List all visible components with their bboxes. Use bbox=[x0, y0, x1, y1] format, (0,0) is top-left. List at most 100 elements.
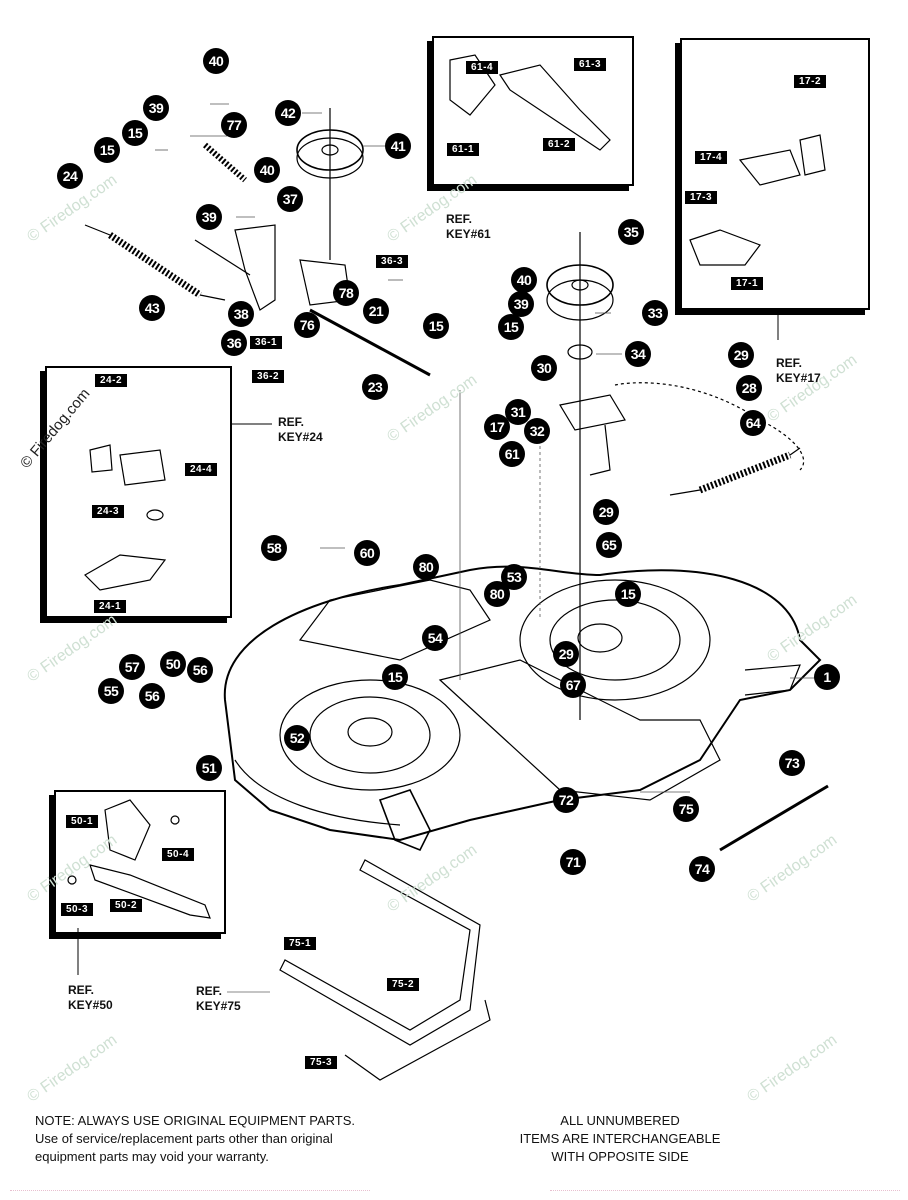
callout-15[interactable]: 15 bbox=[94, 137, 120, 163]
callout-32[interactable]: 32 bbox=[524, 418, 550, 444]
callout-60[interactable]: 60 bbox=[354, 540, 380, 566]
callout-50[interactable]: 50 bbox=[160, 651, 186, 677]
callout-55[interactable]: 55 bbox=[98, 678, 124, 704]
tag-50-2[interactable]: 50-2 bbox=[110, 899, 143, 912]
tag-50-3[interactable]: 50-3 bbox=[61, 903, 94, 916]
tag-36-3[interactable]: 36-3 bbox=[376, 255, 409, 268]
ref-key61-line2: KEY#61 bbox=[446, 227, 491, 241]
callout-64[interactable]: 64 bbox=[740, 410, 766, 436]
tag-61-1[interactable]: 61-1 bbox=[447, 143, 480, 156]
callout-77[interactable]: 77 bbox=[221, 112, 247, 138]
callout-24[interactable]: 24 bbox=[57, 163, 83, 189]
callout-40[interactable]: 40 bbox=[511, 267, 537, 293]
tag-17-4[interactable]: 17-4 bbox=[695, 151, 728, 164]
callout-37[interactable]: 37 bbox=[277, 186, 303, 212]
callout-65[interactable]: 65 bbox=[596, 532, 622, 558]
callout-39[interactable]: 39 bbox=[508, 291, 534, 317]
inset-17-parts bbox=[689, 134, 826, 266]
tag-17-2[interactable]: 17-2 bbox=[794, 75, 827, 88]
inset-61-parts bbox=[449, 54, 611, 151]
footer-dotted-rule-right bbox=[550, 1190, 900, 1192]
callout-39[interactable]: 39 bbox=[143, 95, 169, 121]
note-left-line1: NOTE: ALWAYS USE ORIGINAL EQUIPMENT PART… bbox=[35, 1113, 356, 1128]
callout-42[interactable]: 42 bbox=[275, 100, 301, 126]
ref-key50-line1: REF. bbox=[68, 983, 95, 997]
inset-box-key24 bbox=[45, 366, 232, 618]
callout-29[interactable]: 29 bbox=[553, 641, 579, 667]
callout-31[interactable]: 31 bbox=[505, 399, 531, 425]
callout-39[interactable]: 39 bbox=[196, 204, 222, 230]
callout-17[interactable]: 17 bbox=[484, 414, 510, 440]
callout-38[interactable]: 38 bbox=[228, 301, 254, 327]
note-right-line1: ALL UNNUMBERED bbox=[560, 1113, 680, 1128]
spring-64 bbox=[614, 382, 805, 496]
callout-75[interactable]: 75 bbox=[673, 796, 699, 822]
callout-29[interactable]: 29 bbox=[593, 499, 619, 525]
tag-61-4[interactable]: 61-4 bbox=[466, 61, 499, 74]
tag-24-4[interactable]: 24-4 bbox=[185, 463, 218, 476]
callout-56[interactable]: 56 bbox=[187, 657, 213, 683]
callout-15[interactable]: 15 bbox=[498, 314, 524, 340]
callout-51[interactable]: 51 bbox=[196, 755, 222, 781]
callout-61[interactable]: 61 bbox=[499, 441, 525, 467]
callout-15[interactable]: 15 bbox=[615, 581, 641, 607]
tag-75-1[interactable]: 75-1 bbox=[284, 937, 317, 950]
ref-key61: REF. KEY#61 bbox=[446, 212, 491, 242]
tag-75-3[interactable]: 75-3 bbox=[305, 1056, 338, 1069]
tag-36-1[interactable]: 36-1 bbox=[250, 336, 283, 349]
callout-28[interactable]: 28 bbox=[736, 375, 762, 401]
callout-41[interactable]: 41 bbox=[385, 133, 411, 159]
callout-40[interactable]: 40 bbox=[203, 48, 229, 74]
callout-1[interactable]: 1 bbox=[814, 664, 840, 690]
callout-71[interactable]: 71 bbox=[560, 849, 586, 875]
callout-57[interactable]: 57 bbox=[119, 654, 145, 680]
callout-74[interactable]: 74 bbox=[689, 856, 715, 882]
tag-17-3[interactable]: 17-3 bbox=[685, 191, 718, 204]
callout-35[interactable]: 35 bbox=[618, 219, 644, 245]
note-left-line3: equipment parts may void your warranty. bbox=[35, 1149, 269, 1164]
footer-dotted-rule-left bbox=[10, 1190, 370, 1192]
callout-80[interactable]: 80 bbox=[413, 554, 439, 580]
callout-15[interactable]: 15 bbox=[382, 664, 408, 690]
tag-24-3[interactable]: 24-3 bbox=[92, 505, 125, 518]
tag-36-2[interactable]: 36-2 bbox=[252, 370, 285, 383]
tag-61-3[interactable]: 61-3 bbox=[574, 58, 607, 71]
callout-67[interactable]: 67 bbox=[560, 672, 586, 698]
tag-50-4[interactable]: 50-4 bbox=[162, 848, 195, 861]
ref-key50-line2: KEY#50 bbox=[68, 998, 113, 1012]
tag-24-2[interactable]: 24-2 bbox=[95, 374, 128, 387]
callout-54[interactable]: 54 bbox=[422, 625, 448, 651]
callout-78[interactable]: 78 bbox=[333, 280, 359, 306]
tag-50-1[interactable]: 50-1 bbox=[66, 815, 99, 828]
callout-33[interactable]: 33 bbox=[642, 300, 668, 326]
callout-40[interactable]: 40 bbox=[254, 157, 280, 183]
tag-61-2[interactable]: 61-2 bbox=[543, 138, 576, 151]
callout-73[interactable]: 73 bbox=[779, 750, 805, 776]
tag-75-2[interactable]: 75-2 bbox=[387, 978, 420, 991]
callout-15[interactable]: 15 bbox=[122, 120, 148, 146]
callout-36[interactable]: 36 bbox=[221, 330, 247, 356]
spring-43 bbox=[84, 224, 226, 301]
pulley-41 bbox=[296, 108, 364, 260]
callout-43[interactable]: 43 bbox=[139, 295, 165, 321]
tag-24-1[interactable]: 24-1 bbox=[94, 600, 127, 613]
ref-key24-line1: REF. bbox=[278, 415, 305, 429]
callout-30[interactable]: 30 bbox=[531, 355, 557, 381]
inset-box-key61 bbox=[432, 36, 634, 186]
callout-15[interactable]: 15 bbox=[423, 313, 449, 339]
callout-23[interactable]: 23 bbox=[362, 374, 388, 400]
callout-34[interactable]: 34 bbox=[625, 341, 651, 367]
inset-box-key50 bbox=[54, 790, 226, 934]
callout-76[interactable]: 76 bbox=[294, 312, 320, 338]
callout-56[interactable]: 56 bbox=[139, 683, 165, 709]
callout-72[interactable]: 72 bbox=[553, 787, 579, 813]
note-interchangeable: ALL UNNUMBERED ITEMS ARE INTERCHANGEABLE… bbox=[490, 1112, 750, 1166]
ref-key75: REF. KEY#75 bbox=[196, 984, 241, 1014]
callout-52[interactable]: 52 bbox=[284, 725, 310, 751]
callout-58[interactable]: 58 bbox=[261, 535, 287, 561]
ref-key17-line2: KEY#17 bbox=[776, 371, 821, 385]
callout-80[interactable]: 80 bbox=[484, 581, 510, 607]
callout-21[interactable]: 21 bbox=[363, 298, 389, 324]
callout-29[interactable]: 29 bbox=[728, 342, 754, 368]
tag-17-1[interactable]: 17-1 bbox=[731, 277, 764, 290]
